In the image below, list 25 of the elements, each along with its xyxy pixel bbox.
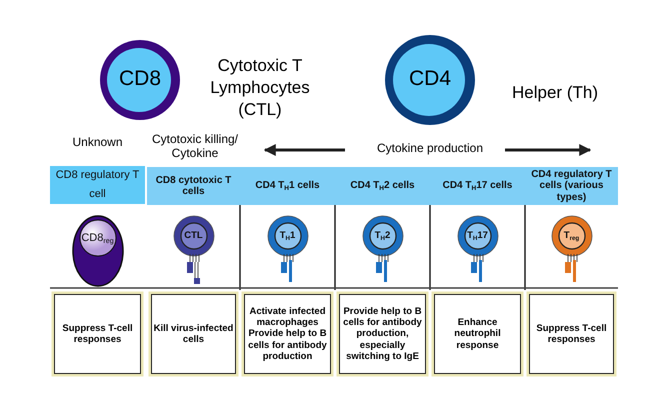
cell-label: T$_{reg}$ — [562, 230, 580, 241]
function-box: Kill virus-infected cells — [151, 294, 236, 374]
header-cell: CD4 regulatory T cells (various types) — [525, 167, 618, 205]
function-box: Suppress T-cell responses — [529, 294, 614, 374]
cell-label: CTL — [183, 230, 204, 241]
header-cell: CD4 T$_{H}$17 cells — [430, 167, 525, 205]
cell-label: T$_{H}$17 — [466, 230, 489, 241]
function-box: Suppress T-cell responses — [54, 294, 141, 374]
function-box: Provide help to B cells for antibody production, especially switching to IgE — [339, 294, 426, 374]
header-cell: CD8 regulatory T cell — [50, 166, 145, 204]
header-cell: CD4 T$_{H}$2 cells — [335, 167, 430, 205]
cell-type-label: Helper (Th) — [511, 82, 599, 104]
cell-label: T$_{H}$2 — [374, 230, 392, 241]
cell-label: T$_{H}$1 — [278, 230, 296, 241]
cell-label: CD4 — [408, 67, 452, 91]
cell-type-label: Cytotoxic T Lymphocytes (CTL) — [209, 55, 311, 122]
note-label: Cytokine production — [376, 142, 484, 156]
cell-label: CD8$_{reg}$ — [80, 232, 115, 244]
header-cell: CD8 cytotoxic T cells — [147, 167, 240, 205]
function-box: Enhance neutrophil response — [434, 294, 521, 374]
note-label: Unknown — [71, 136, 124, 150]
note-label: Cytotoxic killing/ Cytokine — [150, 133, 240, 161]
cell-label: CD8 — [118, 67, 162, 91]
function-box: Activate infected macrophages Provide help to B cells for antibody production — [244, 294, 331, 374]
header-cell: CD4 T$_{H}$1 cells — [240, 167, 335, 205]
